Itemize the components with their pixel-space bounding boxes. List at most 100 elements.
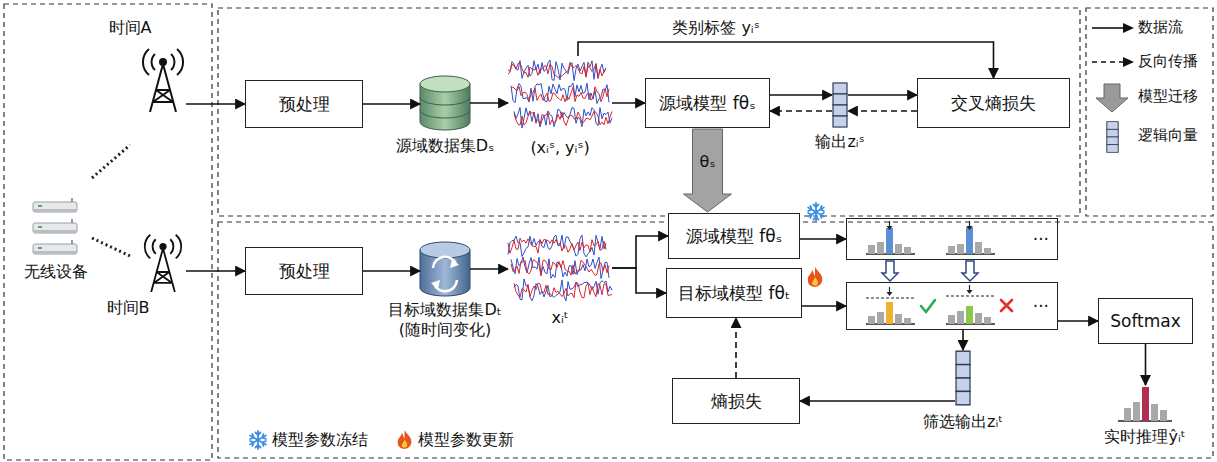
loss-box: 交叉熵损失: [917, 78, 1070, 128]
wireless-link: [92, 145, 130, 256]
target-dataset-cylinder: [420, 250, 470, 296]
dataflow-arrow: [612, 268, 666, 293]
logit-vectors: [833, 83, 847, 127]
logit-bar-charts: [957, 244, 964, 254]
logit-bar-charts: [895, 314, 902, 324]
hollow-arrow: [882, 261, 978, 281]
process-box: 预处理: [245, 80, 363, 128]
logit-bar-charts: [887, 226, 893, 230]
wireless-device: 无线设备: [32, 196, 80, 256]
legend-text: 模型迁移: [1138, 87, 1198, 106]
legend-text: 反向传播: [1138, 52, 1198, 71]
signal-waveforms: [508, 62, 606, 78]
logit-bar-charts: [984, 248, 991, 254]
dataflow-arrow: [186, 103, 245, 105]
note-label: 模型参数更新: [418, 430, 514, 450]
prediction-histogram: [1118, 387, 1172, 421]
radio-towers: [143, 49, 183, 112]
panel-frames: [218, 8, 1080, 216]
signal-waveforms: [511, 260, 609, 276]
signal-waveforms: [508, 60, 606, 81]
freeze-update-icons: [808, 203, 824, 221]
check-mark: [921, 300, 976, 426]
softmax-box: Softmax: [1098, 298, 1193, 344]
wireless-devices: [33, 198, 77, 212]
logit-bar-charts: [904, 247, 911, 254]
node-label: 时间A: [109, 18, 152, 38]
node-text: 预处理: [279, 93, 330, 116]
signal-waveforms: [508, 238, 606, 253]
node-label: 实时推理ŷᵢᵗ: [1104, 427, 1185, 447]
transfer-arrow: [684, 129, 732, 212]
wireless-link: [92, 145, 130, 178]
dataflow-arrow: [470, 268, 508, 270]
signal-waveforms: [508, 235, 606, 257]
logit-bar-charts: [868, 316, 875, 324]
logit-bar-charts: [966, 227, 973, 254]
logit-bar-charts: [866, 298, 915, 299]
dataflow-arrow: [363, 270, 420, 272]
logit-vector: 筛选输出zᵢᵗ: [955, 350, 971, 406]
target-dataset-cylinder: [420, 242, 470, 296]
node-label: (xᵢˢ, yᵢˢ): [530, 138, 589, 158]
edge-label: θₛ: [700, 152, 716, 172]
note-label: 模型参数冻结: [272, 430, 368, 450]
panel-frames: [4, 4, 212, 460]
hollow-arrow: [962, 261, 978, 281]
legend-samples: [1096, 84, 1128, 112]
node-text: 交叉熵损失: [951, 92, 1036, 115]
signal-sample: (xᵢˢ, yᵢˢ): [508, 56, 612, 132]
prediction-histogram: [1133, 402, 1140, 421]
signal-sample: xᵢᵗ: [508, 232, 612, 304]
node-text: Softmax: [1110, 311, 1181, 331]
backprop-arrow: [848, 110, 917, 112]
node-label: 源域数据集Dₛ: [396, 136, 494, 156]
node-text: 熵损失: [711, 390, 762, 413]
model-box: 目标域模型 fθₜ: [666, 268, 802, 318]
panel-frames: [4, 4, 1213, 460]
backprop-arrow: [735, 318, 737, 378]
dataflow-arrow: [612, 102, 645, 104]
radio-tower: 时间A: [140, 46, 186, 112]
logit-bar-charts: [887, 292, 893, 296]
legend-samples: [1123, 23, 1134, 33]
wireless-devices: [33, 240, 77, 254]
node-text: 目标域模型 fθₜ: [678, 282, 790, 305]
logit-bar-charts: [904, 318, 911, 324]
logit-vectors: [833, 83, 1118, 405]
hollow-arrow: [882, 261, 898, 281]
panel-frames: [1086, 8, 1213, 216]
logit-bar-charts: [868, 245, 875, 254]
signal-waveforms: [514, 108, 612, 129]
model-box: 源域模型 fθₛ: [668, 213, 800, 259]
prediction-histogram: [1142, 387, 1149, 421]
source-dataset-cylinder: [420, 76, 470, 130]
signal-waveforms: [514, 282, 612, 298]
dataflow-arrow: [848, 94, 917, 96]
target-dataset-cylinder: [431, 259, 459, 289]
output-panel: ···: [846, 282, 1058, 330]
cross-mark: [1001, 300, 1012, 311]
signal-waveforms: [511, 257, 609, 279]
legend-text: 数据流: [1138, 18, 1183, 37]
logit-bar-charts: [886, 228, 893, 254]
prediction-icon: 实时推理ŷᵢᵗ: [1122, 385, 1168, 423]
freeze-update-icons: [398, 430, 412, 449]
legend-samples: [1092, 27, 1124, 29]
radio-towers: [145, 235, 181, 292]
node-label: 无线设备: [24, 262, 88, 282]
node-label: 目标域数据集Dₜ (随时间变化): [388, 300, 501, 340]
node-text: 源域模型 fθₛ: [659, 92, 755, 115]
signal-waveforms: [514, 279, 612, 301]
legend-samples: [1123, 57, 1134, 67]
logit-vectors: [1107, 122, 1118, 153]
dataflow-arrow: [612, 236, 668, 268]
source-dataset-cylinder: [420, 97, 470, 118]
dataflow-arrow: [962, 330, 964, 350]
dataflow-arrow: [1058, 320, 1098, 322]
node-label: xᵢᵗ: [551, 308, 568, 328]
model-box: 源域模型 fθₛ: [645, 78, 770, 128]
dataflow-arrow: [1145, 344, 1147, 385]
cross-mark: [1001, 300, 1012, 311]
loss-box: 熵损失: [672, 378, 800, 424]
